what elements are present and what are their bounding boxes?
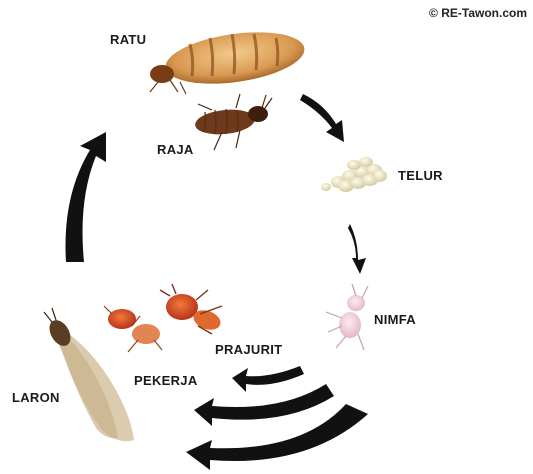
arrow-nimfa-to-prajurit: [232, 366, 304, 392]
queen-termite-image: [150, 24, 308, 94]
stage-label-nimfa: NIMFA: [374, 312, 416, 327]
arrow-nimfa-to-pekerja: [194, 384, 334, 426]
stage-label-telur: TELUR: [398, 168, 443, 183]
king-termite-image: [194, 94, 272, 150]
stage-label-prajurit: PRAJURIT: [215, 342, 282, 357]
stage-label-raja: RAJA: [157, 142, 194, 157]
soldier-termite-image: [104, 284, 223, 352]
arrow-laron-to-ratu: [66, 132, 107, 262]
stage-label-laron: LARON: [12, 390, 60, 405]
nymph-image: [326, 284, 368, 350]
copyright-text: © RE-Tawon.com: [429, 6, 527, 20]
arrow-telur-to-nimfa: [348, 224, 366, 274]
stage-label-pekerja: PEKERJA: [134, 373, 198, 388]
eggs-image: [321, 157, 387, 192]
stage-label-ratu: RATU: [110, 32, 146, 47]
arrow-ratu-to-telur: [300, 94, 344, 142]
